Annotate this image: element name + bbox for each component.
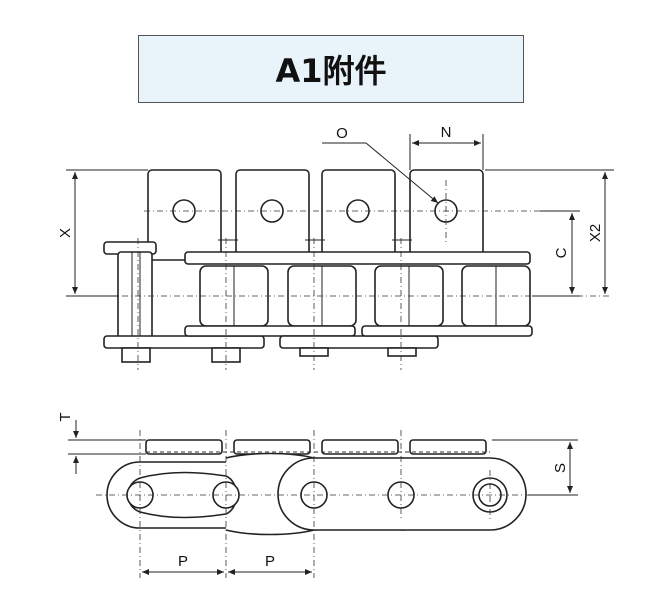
attachment-top bbox=[409, 439, 487, 455]
pin-end bbox=[387, 347, 417, 357]
connecting-link bbox=[117, 251, 153, 349]
link-plate-lower bbox=[279, 335, 439, 349]
link-plate-lower bbox=[184, 325, 356, 337]
link-plate-lower bbox=[103, 335, 265, 349]
dim-label-x2: X2 bbox=[587, 224, 604, 242]
link-plate-lower bbox=[361, 325, 533, 337]
dim-label-p1: P bbox=[178, 553, 188, 570]
pin-end bbox=[121, 347, 151, 363]
top-view: X C X2 N O bbox=[57, 124, 614, 370]
dim-label-x: X bbox=[57, 228, 74, 238]
dim-label-s: S bbox=[552, 463, 569, 473]
dim-label-p2: P bbox=[265, 553, 275, 570]
diagram-title: A1附件 bbox=[138, 35, 524, 103]
side-view: T S P P bbox=[57, 412, 578, 578]
dim-label-n: N bbox=[441, 124, 452, 141]
attachment-plates bbox=[147, 169, 484, 261]
attachment-top bbox=[145, 439, 223, 455]
dim-label-o: O bbox=[336, 125, 348, 142]
link-plate-upper bbox=[184, 251, 531, 265]
attachment-top bbox=[321, 439, 399, 455]
dim-label-c: C bbox=[553, 247, 570, 258]
dim-label-t: T bbox=[57, 412, 74, 421]
